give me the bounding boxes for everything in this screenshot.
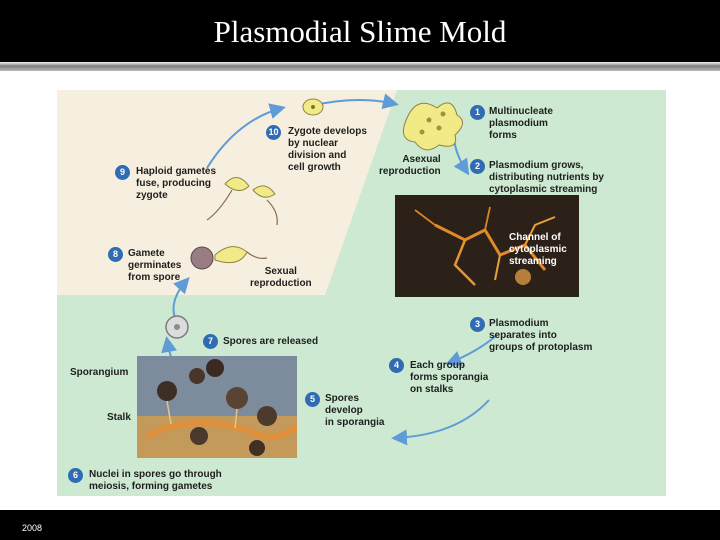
plasmodium-photo <box>395 195 579 297</box>
cycle-arrow-9-to-10 <box>206 103 286 169</box>
step-4-badge: 4 <box>389 358 404 373</box>
footer-year: 2008 <box>22 523 43 533</box>
asexual-reproduction-label: Asexual reproduction <box>379 154 441 177</box>
sexual-reproduction-label: Sexual reproduction <box>250 266 312 289</box>
step-5-text: Spores develop in sporangia <box>325 393 385 428</box>
step-3-text: Plasmodium separates into groups of prot… <box>489 318 593 353</box>
diagram-background <box>57 90 498 447</box>
spore <box>190 246 214 270</box>
stalk-label: Stalk <box>107 412 131 423</box>
cycle-arrow-7-to-8 <box>172 277 190 319</box>
step-10-badge: 10 <box>266 125 281 140</box>
cycle-arrow-4-to-5 <box>391 399 490 446</box>
haploid-gamete-2 <box>252 185 276 198</box>
step-2-badge: 2 <box>470 159 485 174</box>
step-3-badge: 3 <box>470 317 485 332</box>
step-4-text: Each group forms sporangia on stalks <box>410 360 489 395</box>
step-2-text: Plasmodium grows, distributing nutrients… <box>489 160 604 195</box>
step-7-badge: 7 <box>203 334 218 349</box>
sporangia-photo <box>137 356 297 458</box>
step-7-text: Spores are released <box>223 336 319 347</box>
step-8-badge: 8 <box>108 247 123 262</box>
step-6-text: Nuclei in spores go through meiosis, for… <box>89 469 222 492</box>
title-divider <box>0 62 720 71</box>
life-cycle-diagram: Channel of cytoplasmic streaming Sporang… <box>57 90 666 496</box>
plasmodium-cell <box>402 102 463 151</box>
cycle-arrow-3-to-4 <box>445 334 498 367</box>
haploid-gamete <box>224 177 250 191</box>
step-10-text: Zygote develops by nuclear division and … <box>288 126 367 173</box>
step-1-text: Multinucleate plasmodium forms <box>489 106 553 141</box>
step-6-badge: 6 <box>68 468 83 483</box>
step-5-badge: 5 <box>305 392 320 407</box>
channel-label: Channel of cytoplasmic streaming <box>509 232 567 267</box>
step-8-text: Gamete germinates from spore <box>128 248 182 283</box>
step-9-badge: 9 <box>115 165 130 180</box>
sporangium-label: Sporangium <box>70 367 129 378</box>
step-9-text: Haploid gametes fuse, producing zygote <box>136 166 217 201</box>
step-1-badge: 1 <box>470 105 485 120</box>
footer-bar <box>0 510 720 540</box>
title-bar <box>0 0 720 62</box>
slide-title: Plasmodial Slime Mold <box>213 14 507 49</box>
sexual-region <box>57 90 397 295</box>
